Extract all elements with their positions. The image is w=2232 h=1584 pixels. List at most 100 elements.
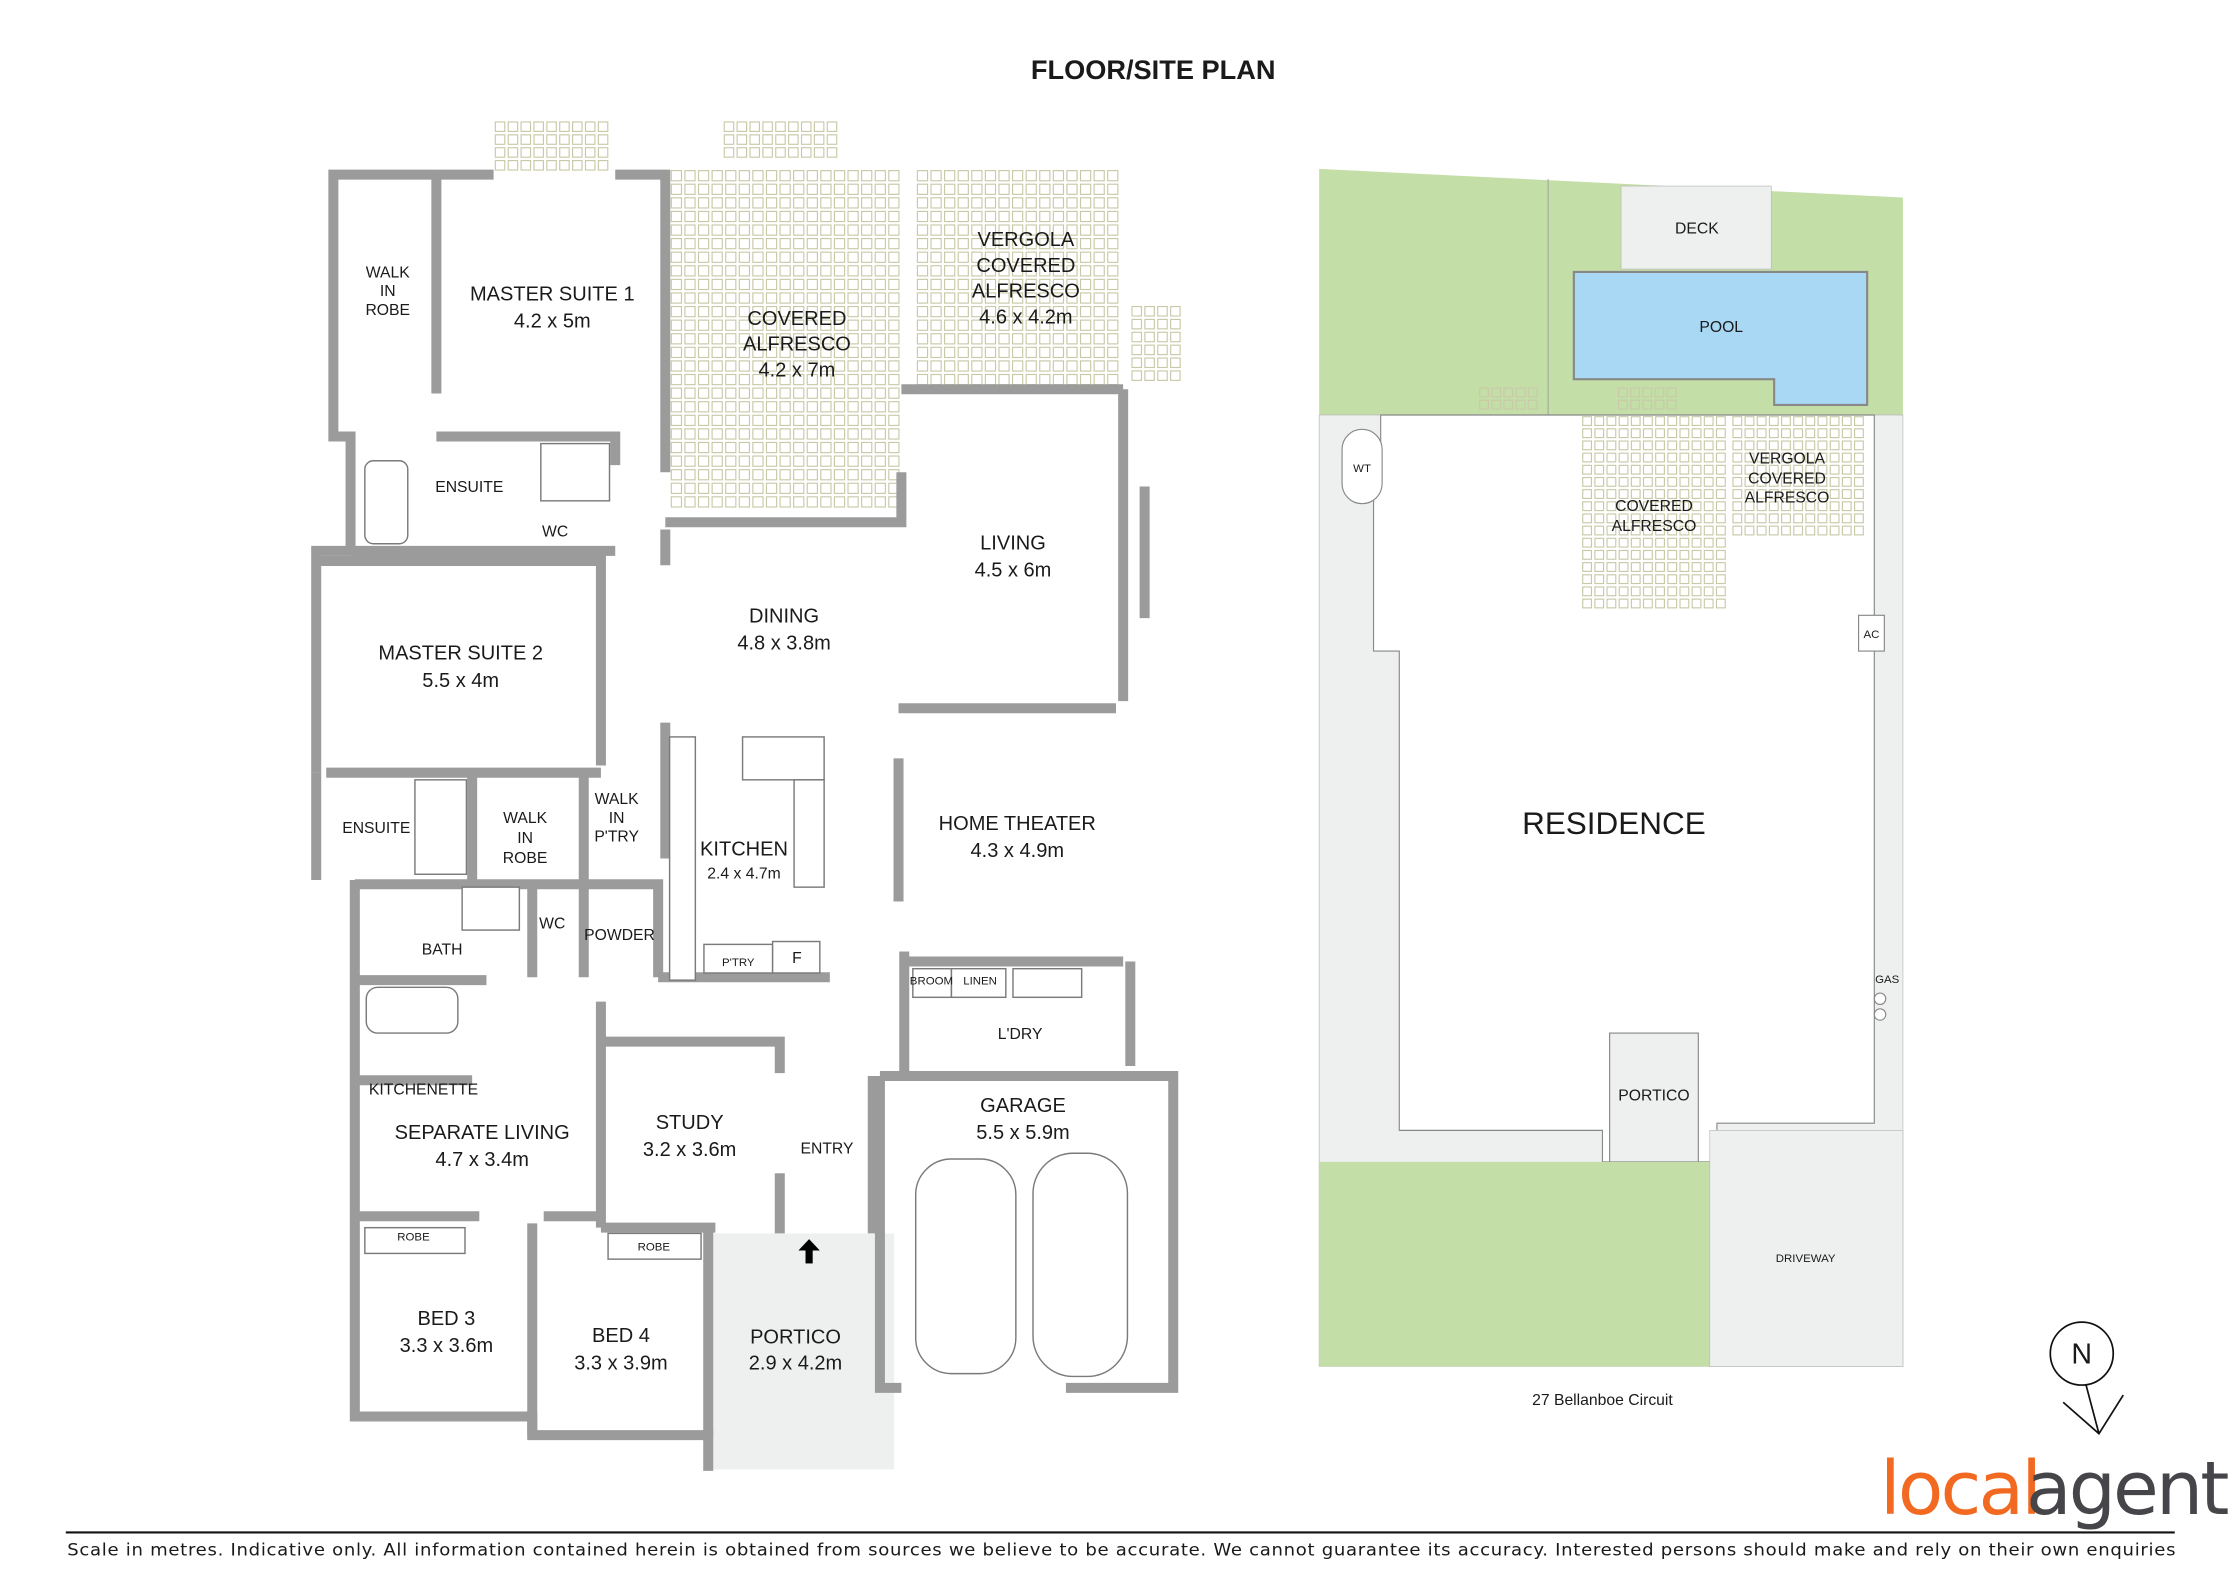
paving-tile (1582, 501, 1593, 512)
paving-tile (793, 455, 805, 467)
paving-tile (1793, 525, 1804, 536)
paving-tile (847, 346, 859, 359)
paving-tile (847, 170, 859, 182)
paving-tile (1594, 416, 1605, 427)
paving-tile (1144, 344, 1155, 356)
paving-tile (1853, 476, 1864, 487)
paving-tile (1781, 440, 1791, 451)
paving-tile (874, 455, 886, 467)
paving-tile (1715, 513, 1726, 524)
paving-tile (1079, 305, 1092, 318)
master-suite-1-label: MASTER SUITE 1 (470, 284, 635, 306)
paving-tile (957, 305, 969, 318)
paving-tile (833, 333, 846, 345)
paving-tile (1679, 513, 1690, 524)
paving-tile (670, 238, 683, 250)
paving-tile (916, 238, 929, 250)
paving-tile (1131, 344, 1143, 356)
paving-tile (800, 147, 812, 158)
paving-tile (711, 224, 723, 236)
paving-tile (1170, 305, 1181, 317)
paving-tile (1768, 513, 1779, 524)
paving-tile (738, 373, 751, 386)
bathtub (364, 460, 409, 545)
paving-tile (1582, 574, 1593, 585)
paving-tile (1703, 598, 1714, 609)
paving-tile (765, 482, 778, 494)
paving-tile (833, 238, 846, 250)
paving-tile (725, 346, 737, 359)
paving-tile (806, 387, 818, 399)
paving-tile (874, 441, 886, 454)
paving-tile (684, 496, 696, 508)
paving-tile (861, 305, 873, 318)
paving-tile (847, 373, 859, 386)
north-compass-icon: N (2049, 1321, 2124, 1436)
paving-tile (1853, 489, 1864, 499)
paving-tile (984, 278, 997, 291)
paving-tile (584, 121, 596, 132)
paving-tile (847, 482, 859, 494)
paving-tile (1691, 476, 1702, 487)
paving-tile (1829, 513, 1840, 524)
paving-tile (1170, 318, 1181, 330)
paving-tile (1107, 360, 1119, 372)
paving-tile (833, 441, 846, 454)
paving-tile (847, 319, 859, 331)
paving-tile (546, 134, 557, 145)
paving-tile (1732, 513, 1743, 524)
paving-tile (1655, 549, 1665, 560)
paving-tile (793, 482, 805, 494)
compass-letter: N (2071, 1339, 2092, 1371)
paving-tile (806, 305, 818, 318)
paving-tile (1011, 278, 1024, 291)
paving-tile (684, 482, 696, 494)
paving-tile (738, 333, 751, 345)
linen-label: LINEN (963, 975, 997, 987)
paving-tile (1805, 489, 1816, 499)
paving-tile (793, 183, 805, 195)
paving-tile (697, 319, 710, 331)
living-label: LIVING (980, 532, 1046, 554)
paving-tile (725, 170, 737, 182)
paving-tile (1527, 399, 1538, 410)
paving-tile (546, 160, 557, 171)
paving-tile (1025, 224, 1037, 236)
paving-tile (697, 265, 710, 277)
paving-tile (984, 319, 997, 331)
paving-tile (788, 134, 799, 145)
paving-tile (861, 360, 873, 372)
paving-tile (1679, 574, 1690, 585)
paving-tile (930, 170, 942, 182)
paving-tile (1630, 574, 1641, 585)
paving-tile (793, 346, 805, 359)
paving-tile (1011, 333, 1024, 345)
paving-tile (725, 387, 737, 399)
paving-tile (725, 305, 737, 318)
paving-tile (725, 414, 737, 427)
paving-tile (1618, 574, 1629, 585)
paving-tile (806, 455, 818, 467)
paving-tile (684, 333, 696, 345)
walk-in-robe-label: IN (380, 283, 396, 300)
paving-tile (697, 414, 710, 427)
paving-tile (998, 210, 1010, 223)
paving-tile (711, 387, 723, 399)
paving-tile (1011, 251, 1024, 263)
paving-tile (1025, 170, 1037, 182)
paving-tile (1715, 476, 1726, 487)
paving-tile (1594, 501, 1605, 512)
paving-tile (559, 134, 570, 145)
site-covered-alfresco-label: ALFRESCO (1612, 518, 1697, 535)
paving-tile (1703, 549, 1714, 560)
paving-tile (1732, 440, 1743, 451)
paving-tile (1732, 464, 1743, 475)
kitchen-label: KITCHEN (700, 839, 788, 861)
paving-tile (1618, 440, 1629, 451)
pool-label: POOL (1699, 319, 1743, 336)
paving-tile (1039, 278, 1051, 291)
paving-tile (1582, 489, 1593, 499)
paving-tile (1011, 292, 1024, 304)
paving-tile (684, 469, 696, 481)
paving-tile (1793, 464, 1804, 475)
